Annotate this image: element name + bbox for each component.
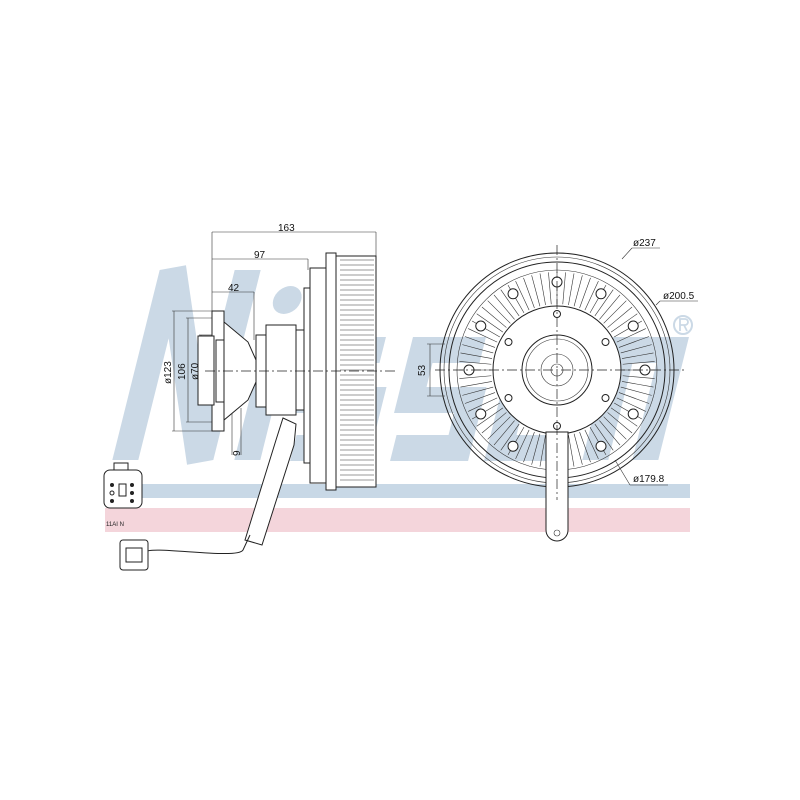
rib-boss [507,288,519,300]
dim-body-diameter: ø200.5 [663,291,695,302]
rib-line [568,434,575,467]
rib-line [462,386,494,396]
rib-line [500,423,520,451]
rib-boss [475,320,487,332]
rib-line [531,433,541,465]
rib-line [616,328,646,343]
mounting-bolts [504,310,610,430]
dim-outer-diameter: ø237 [633,238,656,249]
rib-line [603,300,627,324]
rib-line [468,328,498,343]
dim-bolt-circle: 106 [177,363,188,380]
front-view: 53 ø237 ø200.5 ø179.8 [417,238,698,542]
dim-inner-diameter: ø179.8 [633,474,665,485]
rib-line [539,434,546,467]
rib-line [464,336,496,348]
rib-line [459,361,492,365]
dim-pilot-diameter: ø70 [190,362,201,380]
rib-line [621,381,654,388]
rib-line [476,407,504,427]
rib-line [493,420,515,446]
rib-boss [475,408,487,420]
rib-line [523,277,535,309]
rib-line [579,277,591,309]
rib-line [459,375,492,379]
rib-line [607,412,633,434]
fan-fins [335,255,377,488]
connector-face: 11AI N [103,462,143,528]
rib-line [579,431,591,463]
rib-line [610,407,638,427]
rib-line [481,306,507,328]
dim-flange-to-hub: 42 [228,283,240,294]
rib-line [599,420,621,446]
rib-line [539,273,546,306]
rib-line [523,431,535,463]
rib-line [493,294,515,320]
rib-line [487,300,511,324]
rib-line [621,352,654,359]
registered-mark-icon [673,315,693,335]
rib-line [622,361,655,365]
bolt-hole [601,338,610,346]
rib-line [500,289,520,317]
bolt-hole [504,394,513,402]
dim-flange-thickness: 9 [232,450,243,456]
rib-line [603,416,627,440]
rib-boss [507,440,519,452]
connector-label: 11AI N [106,522,124,528]
rib-line [594,423,614,451]
bolt-hole [601,394,610,402]
rib-line [481,412,507,434]
side-view: 163 97 42 ø123 106 ø70 9 [119,223,395,571]
rib-line [462,344,494,354]
rib-line [464,392,496,404]
dim-flange-to-body: 97 [254,250,266,261]
fan-body [335,255,377,488]
rib-line [468,397,498,412]
rib-line [594,289,614,317]
rib-line [460,381,493,388]
rib-boss [595,440,607,452]
rib-line [515,429,530,459]
watermark-blue-band [105,484,690,498]
rib-line [573,433,583,465]
rib-line [618,392,650,404]
rib-line [548,272,552,305]
rib-line [487,416,511,440]
rib-boss [627,320,639,332]
rib-boss [627,408,639,420]
rib-line [616,397,646,412]
rib-line [568,273,575,306]
rib-line [476,313,504,333]
rib-line [620,344,652,354]
dim-hub-height: 53 [417,364,428,376]
dim-flange-diameter: ø123 [163,361,174,384]
rib-line [618,336,650,348]
rib-line [622,375,655,379]
rib-line [515,281,530,311]
rib-line [584,429,599,459]
rib-line [620,386,652,396]
rib-line [531,275,541,307]
rib-boss [595,288,607,300]
rib-line [610,313,638,333]
cooling-ribs [459,272,655,468]
bolt-hole [504,338,513,346]
dim-overall-length: 163 [278,223,295,234]
rib-line [584,281,599,311]
watermark-pink-band [105,508,690,532]
rib-line [573,275,583,307]
rib-line [607,306,633,328]
rib-line [460,352,493,359]
rib-line [562,272,566,305]
rib-line [599,294,621,320]
